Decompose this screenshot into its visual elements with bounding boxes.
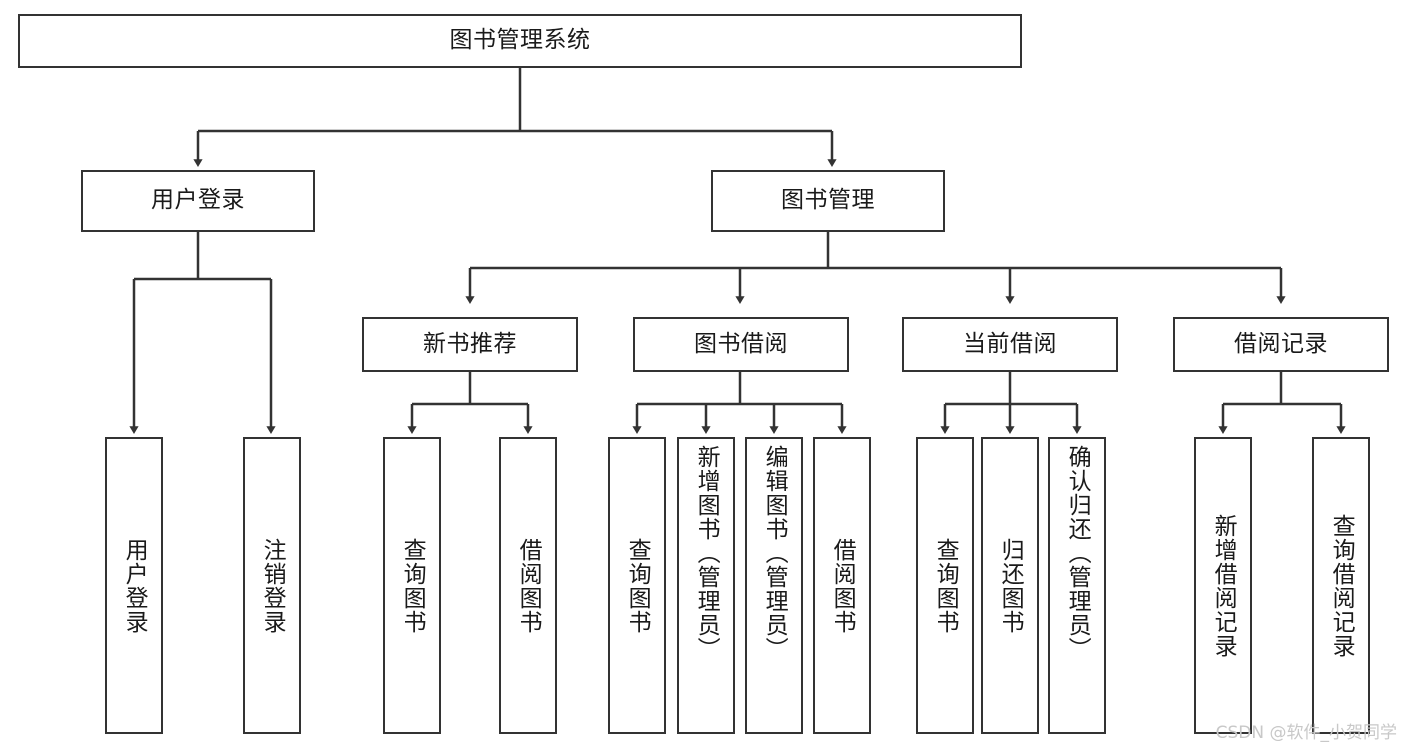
- node-leaf-confirm-return[interactable]: 确认归还（管理员）: [1048, 437, 1106, 734]
- node-leaf-query-record[interactable]: 查询借阅记录: [1312, 437, 1370, 734]
- node-leaf-borrow-book-2[interactable]: 借阅图书: [813, 437, 871, 734]
- node-label: 新增图书（管理员）: [693, 445, 720, 661]
- node-leaf-user-logout[interactable]: 注销登录: [243, 437, 301, 734]
- node-label: 图书管理系统: [449, 27, 591, 54]
- node-label: 图书借阅: [694, 330, 788, 357]
- node-borrow-record[interactable]: 借阅记录: [1173, 317, 1389, 372]
- node-leaf-borrow-book-1[interactable]: 借阅图书: [499, 437, 557, 734]
- node-leaf-query-book-3[interactable]: 查询图书: [916, 437, 974, 734]
- node-label: 查询图书: [932, 537, 959, 634]
- node-label: 借阅图书: [515, 537, 542, 634]
- node-label: 查询图书: [399, 537, 426, 634]
- node-user-login[interactable]: 用户登录: [81, 170, 315, 232]
- node-current-borrow[interactable]: 当前借阅: [902, 317, 1118, 372]
- node-label: 注销登录: [259, 537, 286, 634]
- node-leaf-return-book[interactable]: 归还图书: [981, 437, 1039, 734]
- node-label: 确认归还（管理员）: [1064, 445, 1091, 661]
- node-label: 编辑图书（管理员）: [761, 445, 788, 661]
- node-leaf-edit-book[interactable]: 编辑图书（管理员）: [745, 437, 803, 734]
- node-label: 当前借阅: [963, 330, 1057, 357]
- node-label: 查询借阅记录: [1328, 513, 1355, 658]
- node-leaf-add-record[interactable]: 新增借阅记录: [1194, 437, 1252, 734]
- node-label: 新增借阅记录: [1210, 513, 1237, 658]
- node-leaf-user-login[interactable]: 用户登录: [105, 437, 163, 734]
- node-label: 用户登录: [121, 537, 148, 634]
- node-label: 借阅图书: [829, 537, 856, 634]
- csdn-watermark: CSDN @软件_小贺同学: [1215, 723, 1397, 743]
- node-book-borrow[interactable]: 图书借阅: [633, 317, 849, 372]
- node-label: 用户登录: [151, 187, 245, 214]
- node-new-book-recommend[interactable]: 新书推荐: [362, 317, 578, 372]
- node-label: 查询图书: [624, 537, 651, 634]
- node-book-management-system[interactable]: 图书管理系统: [18, 14, 1022, 68]
- node-leaf-query-book-2[interactable]: 查询图书: [608, 437, 666, 734]
- node-leaf-add-book[interactable]: 新增图书（管理员）: [677, 437, 735, 734]
- node-label: 归还图书: [997, 537, 1024, 634]
- node-leaf-query-book-1[interactable]: 查询图书: [383, 437, 441, 734]
- node-label: 新书推荐: [423, 330, 517, 357]
- node-book-management[interactable]: 图书管理: [711, 170, 945, 232]
- node-label: 借阅记录: [1234, 330, 1328, 357]
- node-label: 图书管理: [781, 187, 875, 214]
